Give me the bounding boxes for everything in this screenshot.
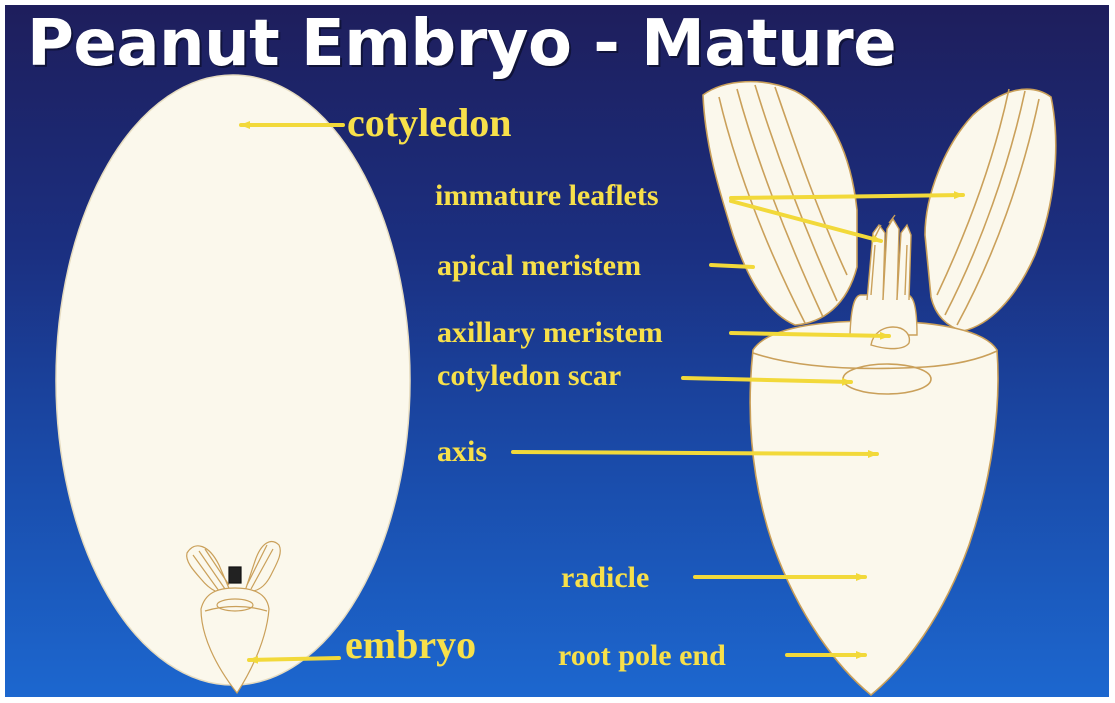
slide-title: Peanut Embryo - Mature [27, 7, 896, 81]
label-axillary-meristem: axillary meristem [437, 318, 663, 348]
arrow-apical-meristem [711, 265, 753, 267]
immature-leaflet-left [703, 82, 857, 325]
arrow-embryo [249, 658, 339, 660]
label-root-pole-end: root pole end [558, 641, 726, 671]
label-apical-meristem: apical meristem [437, 251, 641, 281]
arrow-axis [513, 452, 877, 454]
immature-leaflet-right [925, 89, 1056, 331]
label-axis: axis [437, 437, 487, 467]
label-cotyledon: cotyledon [347, 103, 511, 143]
label-radicle: radicle [561, 563, 649, 593]
embryo-diagram [5, 5, 1109, 697]
embryo-axis [750, 321, 998, 695]
label-embryo: embryo [345, 625, 476, 665]
label-cotyledon-scar: cotyledon scar [437, 361, 621, 391]
apical-meristem-drawing [850, 215, 917, 335]
slide-background: Peanut Embryo - Mature cotyledon embryo … [5, 5, 1109, 697]
label-immature-leaflets: immature leaflets [435, 181, 659, 211]
